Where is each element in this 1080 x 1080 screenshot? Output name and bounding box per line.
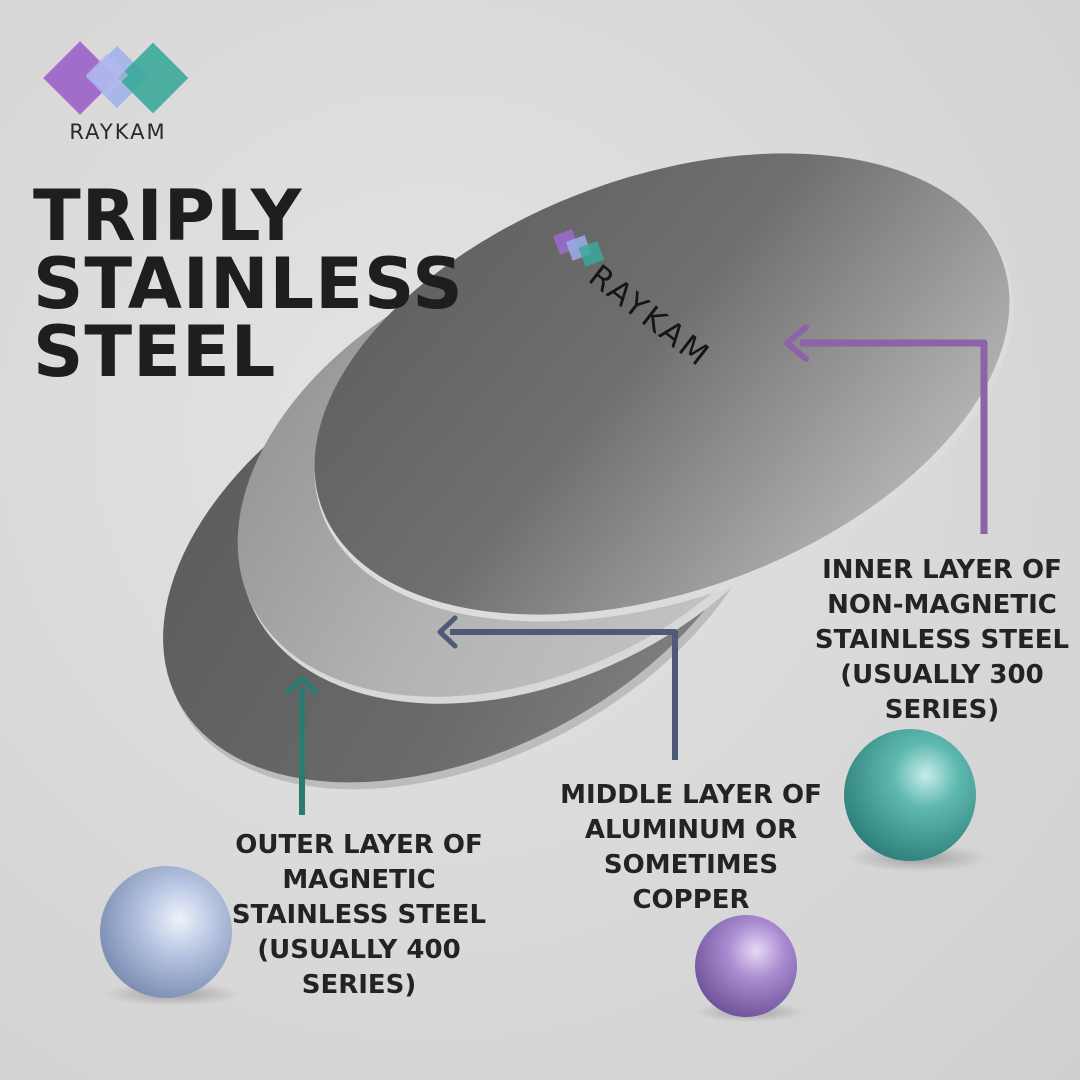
top-disc bbox=[314, 153, 1014, 622]
middle-layer-arrow bbox=[437, 615, 678, 760]
inner-label-line: SERIES) bbox=[884, 695, 1000, 725]
outer-label-line: (USUALLY 400 bbox=[257, 935, 461, 965]
outer-layer-arrow bbox=[285, 675, 319, 815]
middle-label-line: SOMETIMES bbox=[603, 850, 779, 880]
outer-label-line: OUTER LAYER OF bbox=[235, 830, 483, 860]
plate-logo-icon bbox=[553, 229, 605, 267]
brand-name: RAYKAM bbox=[69, 120, 167, 144]
teal-sphere bbox=[844, 729, 976, 861]
inner-label-line: NON-MAGNETIC bbox=[827, 590, 1057, 620]
page-title: TRIPLY STAINLESS STEEL bbox=[33, 175, 464, 393]
outer-label-line: STAINLESS STEEL bbox=[231, 900, 487, 930]
title-line-1: TRIPLY bbox=[33, 175, 303, 257]
blue-sphere bbox=[100, 866, 232, 998]
middle-layer-label: MIDDLE LAYER OF ALUMINUM OR SOMETIMES CO… bbox=[556, 778, 826, 918]
inner-layer-label: INNER LAYER OF NON-MAGNETIC STAINLESS ST… bbox=[808, 553, 1076, 728]
outer-label-line: MAGNETIC bbox=[282, 865, 436, 895]
middle-label-line: ALUMINUM OR bbox=[584, 815, 798, 845]
title-line-2: STAINLESS bbox=[33, 243, 464, 325]
inner-label-line: INNER LAYER OF bbox=[822, 555, 1062, 585]
middle-label-line: MIDDLE LAYER OF bbox=[560, 780, 822, 810]
outer-layer-label: OUTER LAYER OF MAGNETIC STAINLESS STEEL … bbox=[225, 828, 493, 1003]
title-line-3: STEEL bbox=[33, 311, 277, 393]
inner-label-line: STAINLESS STEEL bbox=[814, 625, 1070, 655]
raykam-logo-icon bbox=[43, 41, 189, 115]
outer-label-line: SERIES) bbox=[301, 970, 417, 1000]
lavender-sphere bbox=[695, 915, 797, 1017]
inner-label-line: (USUALLY 300 bbox=[840, 660, 1044, 690]
middle-label-line: COPPER bbox=[632, 885, 750, 915]
inner-layer-arrow bbox=[784, 324, 988, 534]
